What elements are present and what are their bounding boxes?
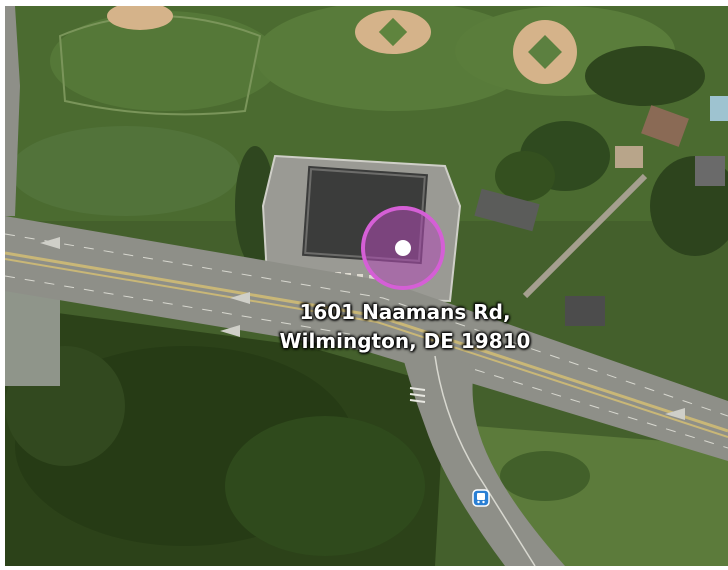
infield-1 (107, 6, 173, 30)
naamans-road (5, 216, 728, 461)
aerial-map-view[interactable] (5, 6, 728, 566)
location-pin-icon[interactable] (358, 203, 448, 293)
exit-ramp (400, 346, 565, 566)
bus-stop-icon[interactable] (472, 489, 490, 507)
